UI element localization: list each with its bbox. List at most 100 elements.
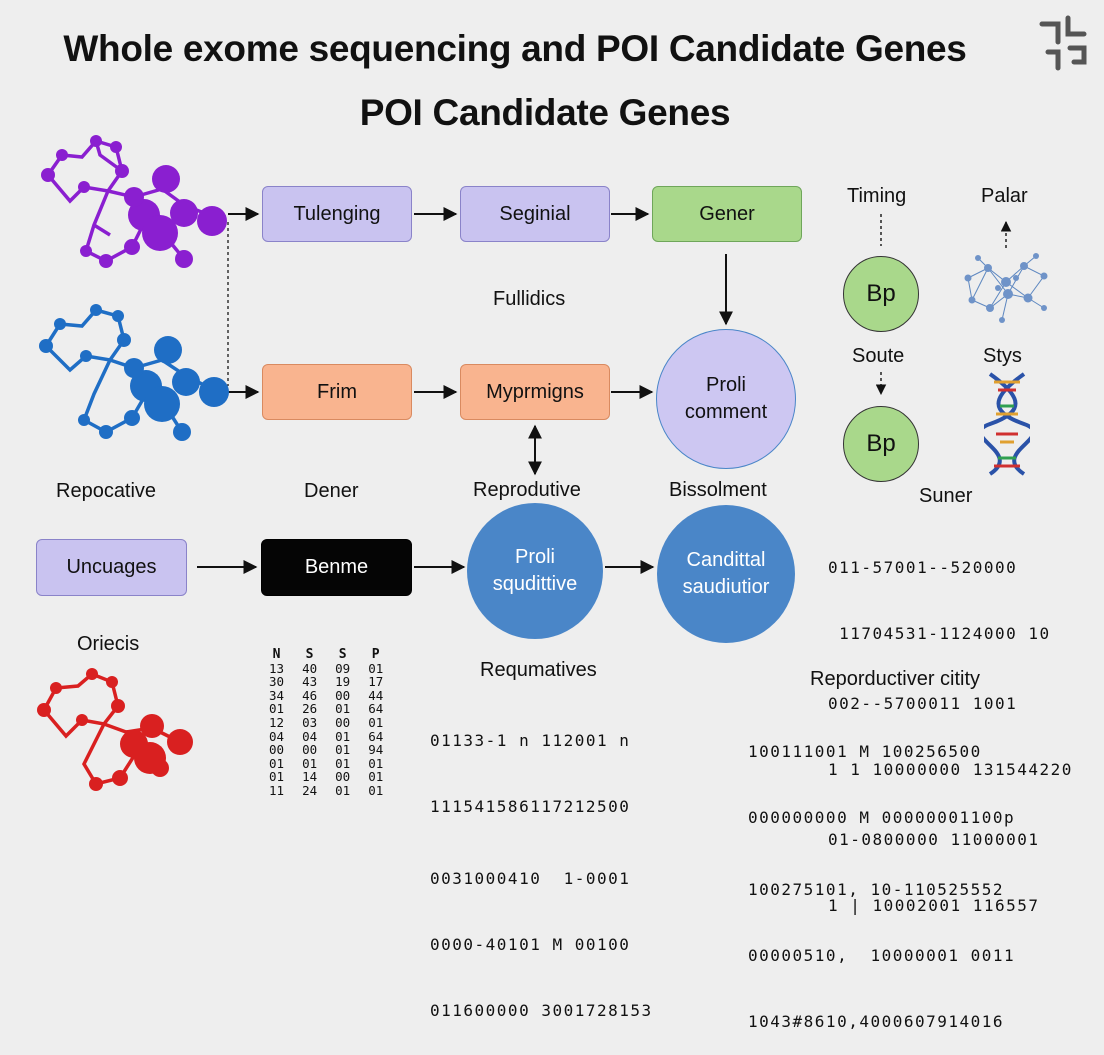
requmatives-line: 111541586117212500 — [430, 797, 631, 816]
table-cell: 04 — [302, 728, 318, 744]
dna-icon — [984, 372, 1030, 476]
table-cell: 01 — [335, 755, 351, 771]
node-benme-label: Benme — [304, 556, 369, 578]
table-row: 11 24 01 01 — [260, 784, 392, 798]
node-frim-label: Frim — [317, 380, 357, 403]
table-cell: 34 — [269, 687, 285, 703]
label-palar: Palar — [981, 185, 1028, 207]
node-uncuages: Uncuages — [36, 539, 187, 596]
table-cell: 12 — [269, 714, 285, 730]
label-fullidics: Fullidics — [493, 288, 566, 310]
label-dener: Dener — [304, 480, 359, 502]
table-cell: 24 — [302, 782, 318, 798]
node-canditt-line1: Canditt‌al — [686, 549, 766, 571]
table-cell: 44 — [368, 687, 384, 703]
requmatives-line: 0000-40101 M 00100 — [430, 935, 631, 954]
page-title: Whole exome sequencing and POI Candidate… — [63, 28, 967, 69]
node-proli-squdittive: Proli squdittive — [467, 503, 603, 639]
node-proli-squdittive-line1: Proli — [514, 546, 555, 568]
network-icon — [964, 253, 1048, 323]
reproductive-city-line: 100111001 M 100256500 — [748, 742, 982, 761]
requmatives-line: 0031000410 1-0001 — [430, 869, 631, 888]
table-cell: 40 — [302, 660, 318, 676]
table-cell: 01 — [269, 769, 285, 785]
node-frim: Frim — [262, 364, 412, 420]
table-cell: 64 — [368, 728, 384, 744]
node-bp-top-label: Bp — [866, 279, 896, 307]
label-reporductiver-citity: Reporductiver citity — [810, 668, 981, 690]
node-uncuages-label: Uncuages — [66, 556, 157, 578]
node-seginial: Seginial — [460, 186, 610, 242]
label-soute: Soute — [852, 345, 905, 367]
table-row: 04 04 01 64 — [260, 728, 392, 744]
table-cell: 01 — [368, 755, 384, 771]
node-canditt-line2: saudiutior — [682, 576, 770, 598]
requmatives-line: 011600000 3001728153 — [430, 1001, 653, 1020]
node-bp-bottom-label: Bp — [866, 429, 896, 457]
suner-line: 002--5700011 1001 — [828, 694, 1018, 713]
table-cell: 94 — [368, 742, 384, 758]
reproductive-city-line: 100275101, 10-110525552 — [748, 880, 1005, 899]
table-cell: 01 — [302, 755, 318, 771]
node-benme: Benme — [261, 539, 412, 596]
table-cell: 01 — [368, 714, 384, 730]
label-reprodutive: Reprodutive — [473, 479, 581, 501]
node-bp-bottom: Bp — [843, 406, 919, 482]
node-proli-comment-line1: Proli — [705, 374, 746, 396]
table-cell: 19 — [335, 674, 351, 690]
node-gener: Gener — [652, 186, 802, 242]
table-cell: 01 — [368, 769, 384, 785]
table-cell: 04 — [269, 728, 285, 744]
reproductive-city-line: 000000000 M 00000001100p — [748, 808, 1016, 827]
requmatives-numbers: 01133-1 n 112001 n 111541586117212500 00… — [430, 686, 653, 1044]
table-cell: 11 — [269, 782, 285, 798]
node-tulenging: Tulenging — [262, 186, 412, 242]
node-canditt-saudiutior: Canditt‌al saudiutior — [657, 505, 795, 643]
node-gener-label: Gener — [699, 202, 755, 225]
table-cell: 01 — [335, 782, 351, 798]
table-cell: 03 — [302, 714, 318, 730]
node-seginial-label: Seginial — [499, 202, 571, 225]
table-cell: 00 — [269, 742, 285, 758]
label-suner: Suner — [919, 485, 973, 507]
table-header-cell: S — [338, 647, 347, 662]
reproductive-city-numbers: 100111001 M 100256500 000000000 M 000000… — [748, 697, 1015, 1055]
node-bp-top: Bp — [843, 256, 919, 332]
label-stys: Stys — [983, 345, 1022, 367]
table-cell: 01 — [368, 660, 384, 676]
table-cell: 43 — [302, 674, 318, 690]
table-cell: 00 — [335, 687, 351, 703]
table-cell: 00 — [335, 769, 351, 785]
table-cell: 30 — [269, 674, 285, 690]
table-row: 30 43 19 17 — [260, 675, 392, 689]
table-header-cell: N — [272, 647, 281, 662]
molecule-red-icon — [37, 668, 193, 791]
suner-line: 11704531-1124000 10 — [828, 624, 1051, 643]
table-cell: 00 — [335, 714, 351, 730]
node-tulenging-label: Tulenging — [293, 202, 381, 225]
table-cell: 26 — [302, 701, 318, 717]
table-cell: 01 — [335, 728, 351, 744]
reproductive-city-line: 00000510, 10000001 0011 — [748, 946, 1016, 965]
table-cell: 01 — [368, 782, 384, 798]
node-proli-squdittive-line2: squdittive — [492, 573, 578, 595]
table-cell: 64 — [368, 701, 384, 717]
label-timing: Timing — [847, 185, 907, 207]
suner-line: 011-57001--520000 — [828, 558, 1018, 577]
table-cell: 01 — [335, 701, 351, 717]
label-repocative: Repocative — [56, 480, 157, 502]
node-myprmigns-label: Myprmigns — [486, 380, 584, 403]
table-header-cell: S — [305, 647, 314, 662]
table-cell: 00 — [302, 742, 318, 758]
label-requmatives: Requmatives — [480, 659, 597, 681]
table-cell: 01 — [269, 701, 285, 717]
molecule-purple-icon — [41, 135, 227, 268]
suner-line: 1 1 10000000 131544220 — [828, 760, 1073, 779]
table-cell: 17 — [368, 674, 384, 690]
